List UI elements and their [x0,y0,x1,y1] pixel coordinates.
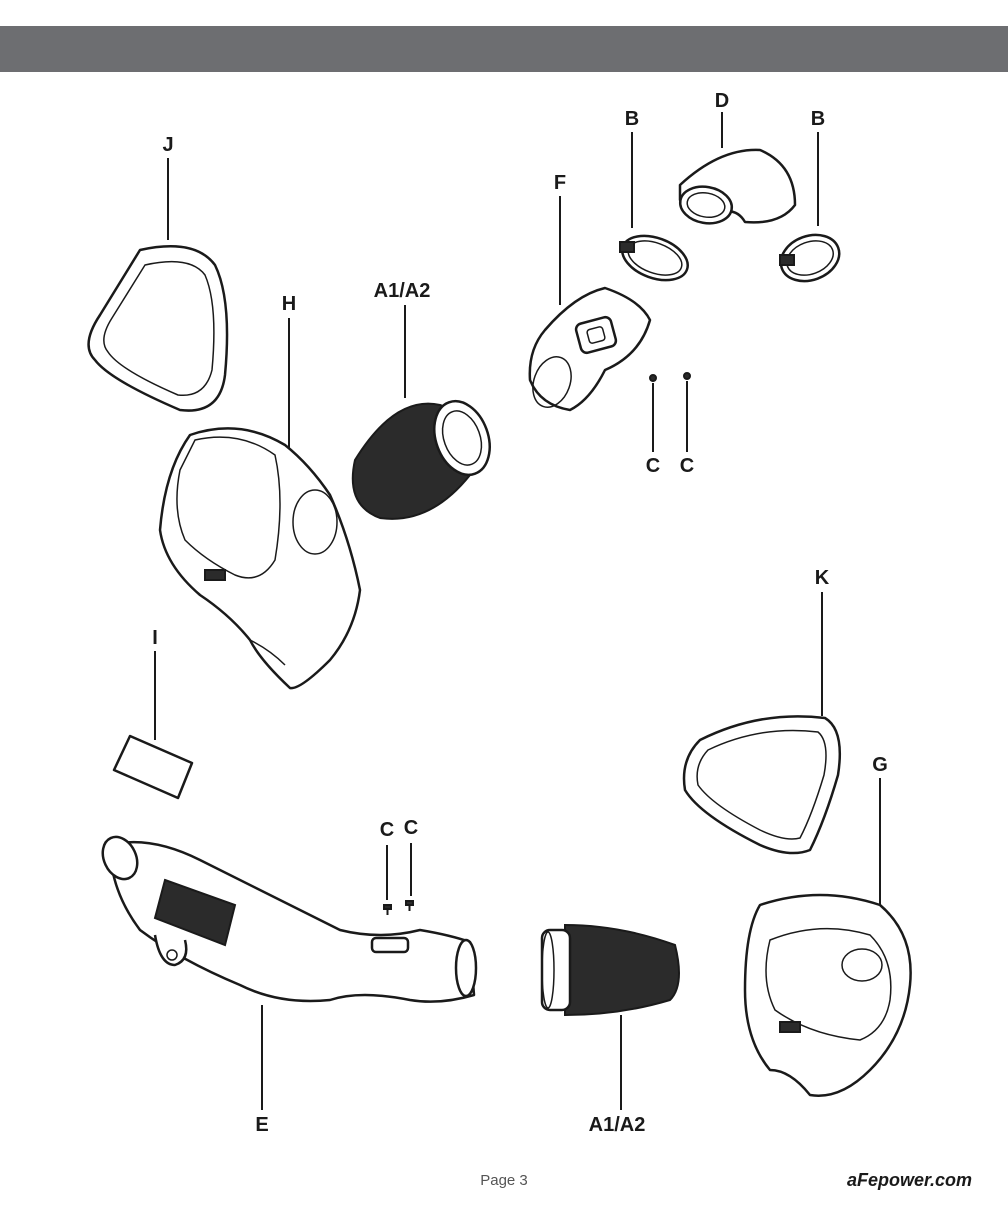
label-h: H [282,293,296,315]
label-i: I [152,627,158,649]
part-c-screw-1 [649,374,657,382]
part-h-airbox [158,427,362,690]
part-a-filter-bottom [540,923,680,1017]
part-f-adapter [528,286,652,412]
label-k: K [815,567,830,589]
part-c-screw-2 [683,372,691,380]
page-number: Page 3 [480,1172,528,1189]
label-j: J [162,134,173,156]
part-e-intake-tube [101,835,478,1003]
part-d-elbow [678,148,797,225]
part-k-gasket [682,715,842,855]
part-c-bolt-2 [405,900,414,911]
label-c-bottom-1: C [380,819,394,841]
part-b-clamp-left [619,234,689,282]
label-e: E [255,1114,268,1136]
label-a1a2-bottom: A1/A2 [589,1114,646,1136]
label-b-right: B [811,108,825,130]
website-link[interactable]: aFepower.com [846,1170,972,1190]
label-c-top-1: C [646,455,660,477]
part-b-clamp-right [779,233,841,283]
label-d: D [715,90,729,112]
label-c-bottom-2: C [404,817,418,839]
part-j-gasket [87,245,229,412]
part-g-airbox [743,893,912,1097]
label-a1a2-top: A1/A2 [374,280,431,302]
part-i-card [112,734,194,800]
label-g: G [872,754,888,776]
header-bar [0,26,1008,72]
label-b-left: B [625,108,639,130]
label-f: F [554,172,566,194]
part-a-filter-top [351,399,491,520]
label-c-top-2: C [680,455,694,477]
part-c-bolt-1 [383,904,392,915]
